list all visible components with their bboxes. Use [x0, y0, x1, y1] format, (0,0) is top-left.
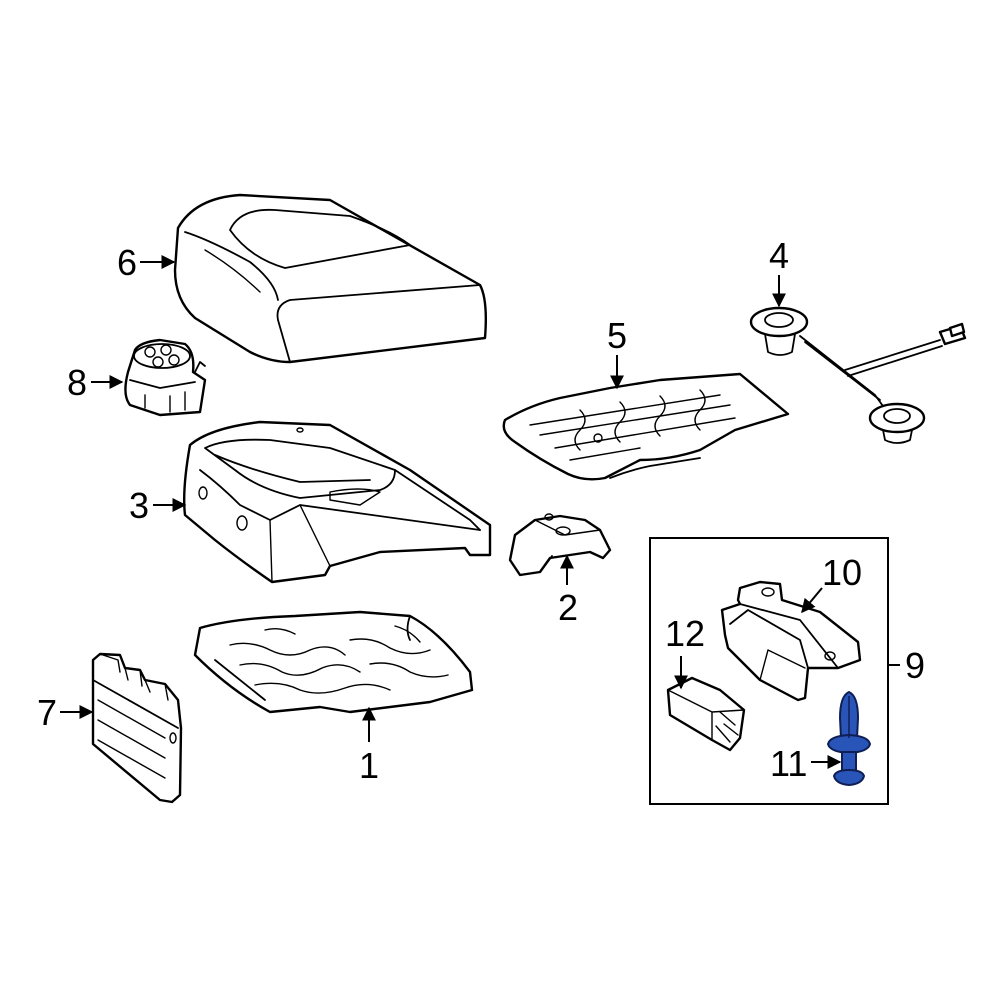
callout-4: 4	[769, 235, 789, 276]
seat-cover[interactable]	[173, 193, 488, 364]
blower-motor[interactable]	[124, 338, 207, 417]
callout-7: 7	[37, 692, 57, 733]
push-rivet[interactable]	[827, 691, 871, 786]
mounting-bracket[interactable]	[720, 580, 862, 702]
callout-2: 2	[558, 587, 578, 628]
leader-arrow-10	[801, 587, 823, 614]
callout-8: 8	[67, 362, 87, 403]
callout-6: 6	[117, 242, 137, 283]
cushion-pad[interactable]	[193, 610, 474, 714]
callout-12: 12	[665, 613, 705, 654]
bracket-kit-box	[649, 537, 889, 805]
control-module[interactable]	[91, 652, 183, 804]
callout-10: 10	[822, 552, 862, 593]
callout-1: 1	[359, 745, 379, 786]
heater-element[interactable]	[502, 372, 790, 481]
callout-11: 11	[770, 743, 807, 784]
wire-harness[interactable]	[749, 306, 967, 444]
retainer-clip[interactable]	[666, 676, 746, 752]
callout-3: 3	[129, 485, 149, 526]
seat-bracket[interactable]	[508, 513, 612, 577]
callout-9: 9	[905, 645, 925, 686]
seat-frame[interactable]	[183, 420, 492, 584]
callout-5: 5	[607, 315, 627, 356]
